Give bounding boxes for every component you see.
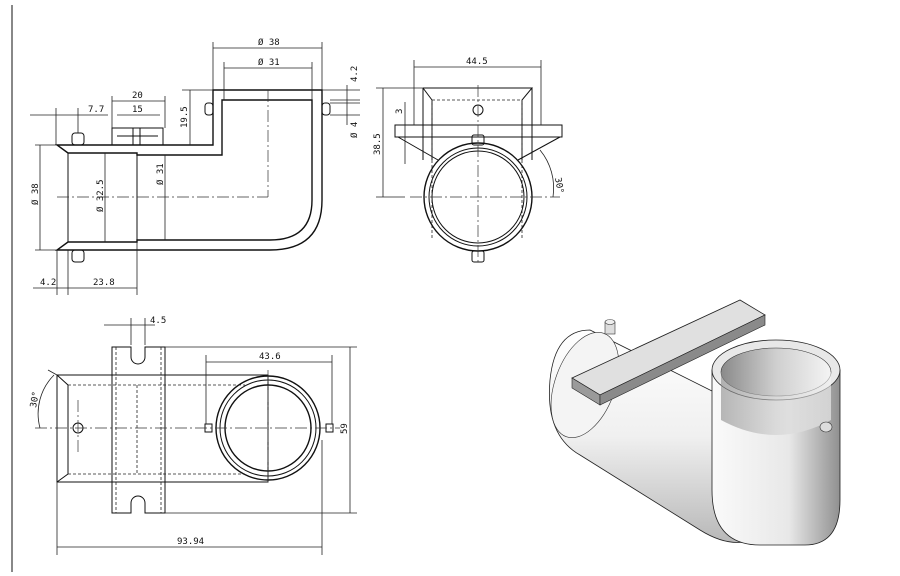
dim-angle: 30°: [552, 177, 565, 195]
boss: [111, 127, 164, 146]
mount-plate: [394, 124, 563, 138]
dim-plate-length: 59: [340, 423, 350, 434]
dim-height: 38.5: [373, 133, 383, 155]
tube-body: [56, 374, 269, 483]
plate-outline: [111, 346, 166, 514]
dim-top-inner-dia: Ø 31: [258, 57, 280, 68]
dim-top-angle: 30°: [29, 391, 42, 409]
dim-bore-dia: Ø 32.5: [95, 179, 106, 212]
dim-lug-dia: Ø 4: [349, 122, 360, 138]
section-view: Ø 38 Ø 31 20 15 7.7 19.5 4.2 Ø 4 Ø 38 Ø …: [30, 37, 360, 295]
lug-left: [204, 102, 214, 116]
dim-flange-offset: 7.7: [88, 105, 104, 115]
dim-outer-dia: Ø 38: [30, 183, 41, 205]
dim-boss-width: 20: [132, 91, 143, 101]
dim-top-outer-dia: Ø 38: [258, 37, 280, 48]
top-view: 4.5 43.6 59 93.94 30°: [29, 316, 357, 555]
lug-bottom: [71, 249, 85, 263]
iso-view: [549, 299, 841, 546]
side-view: 44.5 38.5 3 30°: [373, 57, 565, 265]
dim-chamfer: 4.2: [40, 278, 56, 288]
dim-lug-span: 43.6: [259, 352, 281, 362]
lug-right: [321, 102, 331, 116]
dim-overall-length: 93.94: [177, 537, 204, 547]
dim-lip-height: 4.2: [350, 66, 360, 82]
dim-slot-width: 4.5: [150, 316, 166, 326]
dim-bore-depth: 23.8: [93, 278, 115, 288]
dim-height-to-top: 19.5: [180, 106, 190, 128]
lug-top: [71, 132, 85, 146]
dim-inner-dia: Ø 31: [155, 163, 166, 185]
dim-plate-width: 44.5: [466, 57, 488, 67]
dim-plate-thickness: 3: [395, 109, 405, 114]
dim-boss-inner: 15: [132, 105, 143, 115]
